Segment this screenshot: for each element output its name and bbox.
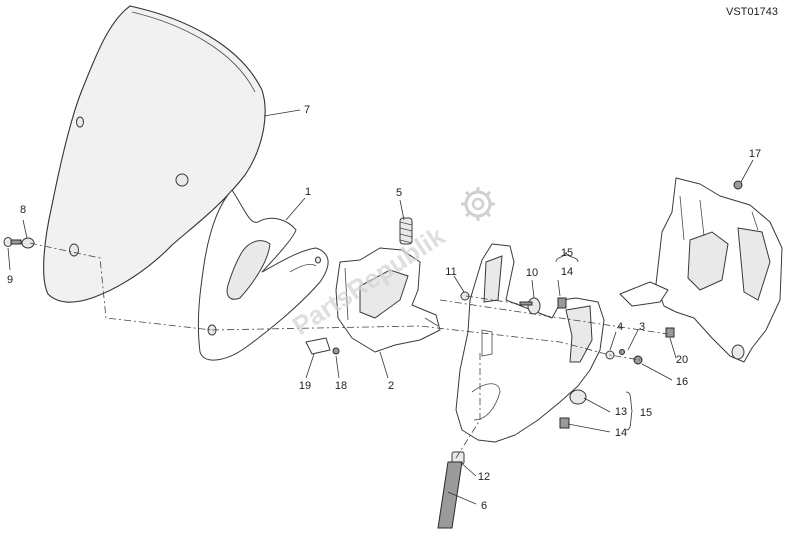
callout-3: 3: [639, 321, 645, 333]
fasteners-right: [605, 180, 743, 365]
callout-19: 19: [299, 380, 311, 392]
callout-17: 17: [749, 148, 761, 160]
callout-14-top: 14: [561, 266, 573, 278]
callout-5: 5: [396, 187, 402, 199]
callout-9: 9: [7, 274, 13, 286]
callout-11: 11: [445, 266, 456, 278]
callout-15: 15: [640, 407, 652, 419]
spacer-and-bolt: [437, 451, 465, 529]
callout-10: 10: [526, 267, 538, 279]
clip-and-screw: [305, 337, 340, 355]
spring-part: [399, 217, 413, 245]
leader-lines: [7, 109, 754, 505]
screw-and-grommet: [3, 237, 35, 249]
deflector-panel-part: [197, 189, 329, 361]
diagram-code: VST01743: [726, 6, 778, 18]
callout-4: 4: [617, 321, 623, 333]
callout-15-top: 15: [561, 247, 573, 259]
callout-18: 18: [335, 380, 347, 392]
front-frame-part: [619, 177, 783, 363]
assembly-axis-lines: [29, 242, 669, 459]
callout-2: 2: [388, 380, 394, 392]
callout-12: 12: [478, 471, 490, 483]
bracket-part: [335, 247, 441, 353]
callout-20: 20: [676, 354, 688, 366]
nuts-and-bushings: [557, 297, 587, 429]
callout-16: 16: [676, 376, 688, 388]
callout-7: 7: [304, 104, 310, 116]
callout-13: 13: [615, 406, 627, 418]
callout-8: 8: [20, 204, 26, 216]
adjuster-plate-part: [455, 243, 605, 443]
callout-14: 14: [615, 427, 627, 439]
gear-logo-icon: [461, 187, 495, 221]
callout-1: 1: [305, 186, 311, 198]
callout-labels: 1 2 3 4 5 6 7 8 9 10 11 12 13 14 15 16 1…: [7, 104, 761, 512]
windscreen-part: [43, 5, 266, 303]
callout-6: 6: [481, 500, 487, 512]
